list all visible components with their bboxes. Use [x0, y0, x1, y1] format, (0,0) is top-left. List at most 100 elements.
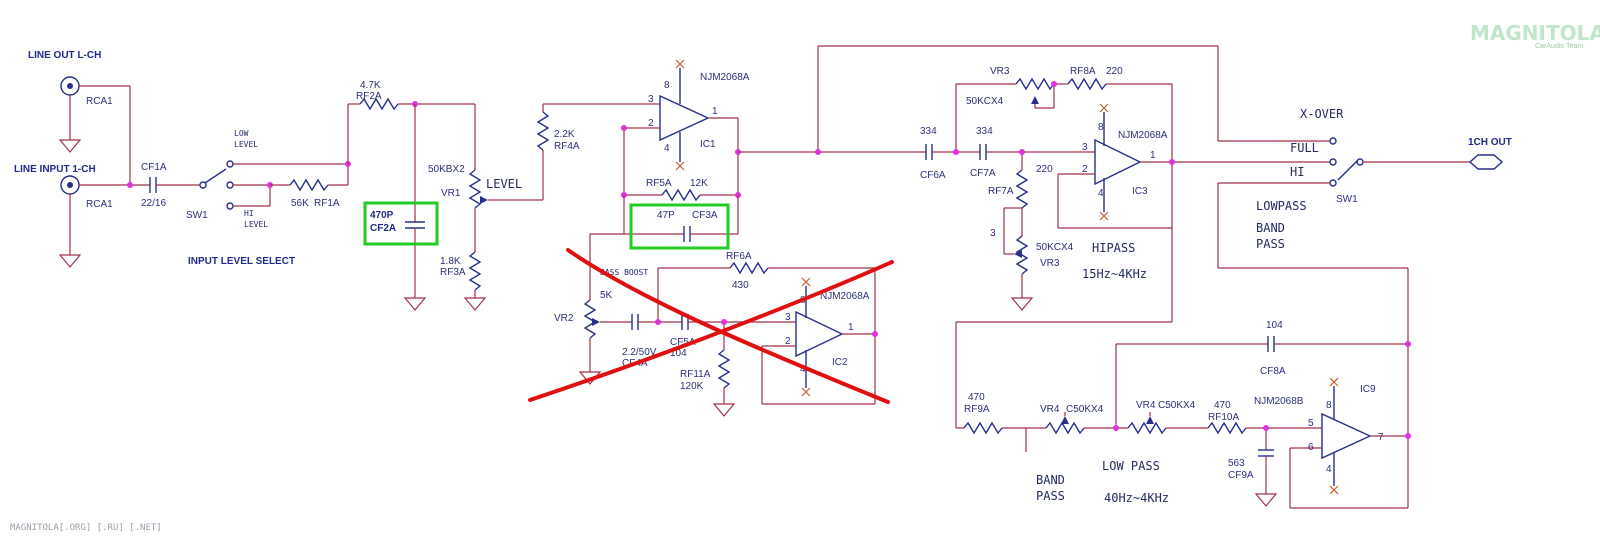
rf10a-value: 470 — [1214, 400, 1231, 411]
ic2-label: IC2 — [832, 357, 848, 368]
ic1-label: IC1 — [700, 139, 716, 150]
xover-hi: HI — [1290, 165, 1304, 179]
highlight-box-cf3a — [629, 203, 730, 250]
vr4b-value: C50KX4 — [1158, 400, 1196, 411]
cf4a-value: 2.2/50V — [622, 347, 657, 358]
cf1a-value: 22/16 — [141, 198, 166, 209]
rf8a-label: RF8A — [1070, 66, 1096, 77]
ic9-pin7: 7 — [1378, 432, 1384, 443]
junction-node — [1019, 149, 1025, 155]
ic3-pin4: 4 — [1098, 188, 1104, 199]
potentiometer-vr1 — [463, 104, 543, 311]
capacitor-cf2a — [403, 104, 427, 311]
output-label: 1CH OUT — [1468, 137, 1512, 148]
resistor-rf2a — [347, 97, 475, 164]
cf8a-label: CF8A — [1260, 366, 1286, 377]
lowpass-section — [955, 228, 1409, 509]
ic2-pin3: 3 — [785, 312, 791, 323]
rf2a-value: 4.7K — [360, 80, 381, 91]
highlight-box-cf2a — [363, 201, 439, 246]
ic1-pin3: 3 — [648, 94, 654, 105]
rca-connector-bottom — [60, 175, 150, 255]
vr3-top-label: VR3 — [990, 66, 1010, 77]
rca-bottom-label: RCA1 — [86, 199, 113, 210]
cf3a-label: CF3A — [692, 210, 718, 221]
vr3-bottom-label: VR3 — [1040, 258, 1060, 269]
vr3-wiper-label: 3 — [990, 228, 996, 239]
junction-node — [721, 319, 727, 325]
ic2-pin4: 4 — [800, 364, 806, 375]
rf11a-value: 120K — [680, 381, 704, 392]
junction-node — [1405, 433, 1411, 439]
ic9-label: IC9 — [1360, 384, 1376, 395]
hipass-title: HIPASS — [1092, 241, 1135, 255]
line-out-label: LINE OUT L-CH — [28, 50, 101, 61]
cf5a-value: 104 — [670, 348, 687, 359]
logo-subtitle: CarAudio Team — [1535, 43, 1583, 50]
ic9-pin4: 4 — [1326, 464, 1332, 475]
xover-title: X-OVER — [1300, 107, 1344, 121]
low-level-label-2: LEVEL — [234, 140, 258, 149]
input-level-switch — [199, 160, 348, 210]
rf2a-label: RF2A — [356, 91, 382, 102]
xover-band-1: BAND — [1256, 221, 1285, 235]
rf9a-label: RF9A — [964, 404, 990, 415]
rf7a-label: RF7A — [988, 186, 1014, 197]
junction-node — [1263, 425, 1269, 431]
cf3a-value: 47P — [657, 210, 675, 221]
ic3-pin8: 8 — [1098, 122, 1104, 133]
resistor-rf5a — [624, 188, 738, 202]
band-pass-label-2: PASS — [1036, 489, 1065, 503]
logo-text: MAGNITOLA — [1470, 21, 1600, 45]
xover-full: FULL — [1290, 141, 1319, 155]
ic9-part: NJM2068B — [1254, 396, 1304, 407]
rf10a-label: RF10A — [1208, 412, 1239, 423]
xover-switch — [1217, 137, 1504, 436]
rf4a-value: 2.2K — [554, 129, 575, 140]
cf9a-value: 563 — [1228, 458, 1245, 469]
cf6a-label: CF6A — [920, 170, 946, 181]
red-cross-stroke — [566, 248, 890, 404]
cf2a-value: 470P — [370, 210, 394, 221]
cf1a-label: CF1A — [141, 162, 167, 173]
ground-symbol — [58, 139, 82, 153]
sw1-label: SW1 — [186, 210, 208, 221]
rf4a-label: RF4A — [554, 141, 580, 152]
ic3-part: NJM2068A — [1118, 130, 1168, 141]
watermark: MAGNITOLA[.ORG] [.RU] [.NET] — [10, 523, 162, 533]
junction-node — [621, 125, 627, 131]
ic1-pin2: 2 — [648, 118, 654, 129]
vr3-bottom-value: 50KCX4 — [1036, 242, 1074, 253]
ic2-pin1: 1 — [848, 322, 854, 333]
rf5a-value: 12K — [690, 178, 708, 189]
junction-node — [1051, 81, 1057, 87]
xover-lowpass: LOWPASS — [1256, 199, 1307, 213]
vr2-label: VR2 — [554, 313, 574, 324]
xover-sw1: SW1 — [1336, 194, 1358, 205]
red-cross-stroke — [528, 260, 894, 402]
vr1-value: 50KBX2 — [428, 164, 465, 175]
cf5a-label: CF5A — [670, 337, 696, 348]
rf11a-label: RF11A — [680, 369, 711, 380]
ic2-part: NJM2068A — [820, 291, 870, 302]
junction-node — [953, 149, 959, 155]
rf1a-value: 56K — [291, 198, 309, 209]
resistor-rf1a — [270, 164, 349, 192]
band-pass-label-1: BAND — [1036, 473, 1065, 487]
junction-node — [655, 319, 661, 325]
resistor-rf4a — [536, 103, 660, 200]
rf6a-value: 430 — [732, 280, 749, 291]
cf7a-value: 334 — [976, 126, 993, 137]
hipass-range: 15Hz~4KHz — [1082, 267, 1147, 281]
junction-node — [1113, 425, 1119, 431]
ic3-label: IC3 — [1132, 186, 1148, 197]
signal-bus — [738, 45, 1330, 153]
bass-boost-label: BASS BOOST — [600, 268, 648, 277]
junction-node — [1169, 159, 1175, 165]
ic1-pin4: 4 — [664, 143, 670, 154]
cf9a-label: CF9A — [1228, 470, 1254, 481]
vr4a-label: VR4 — [1040, 404, 1060, 415]
rf7a-value: 220 — [1036, 164, 1053, 175]
vr2-value: 5K — [600, 290, 613, 301]
